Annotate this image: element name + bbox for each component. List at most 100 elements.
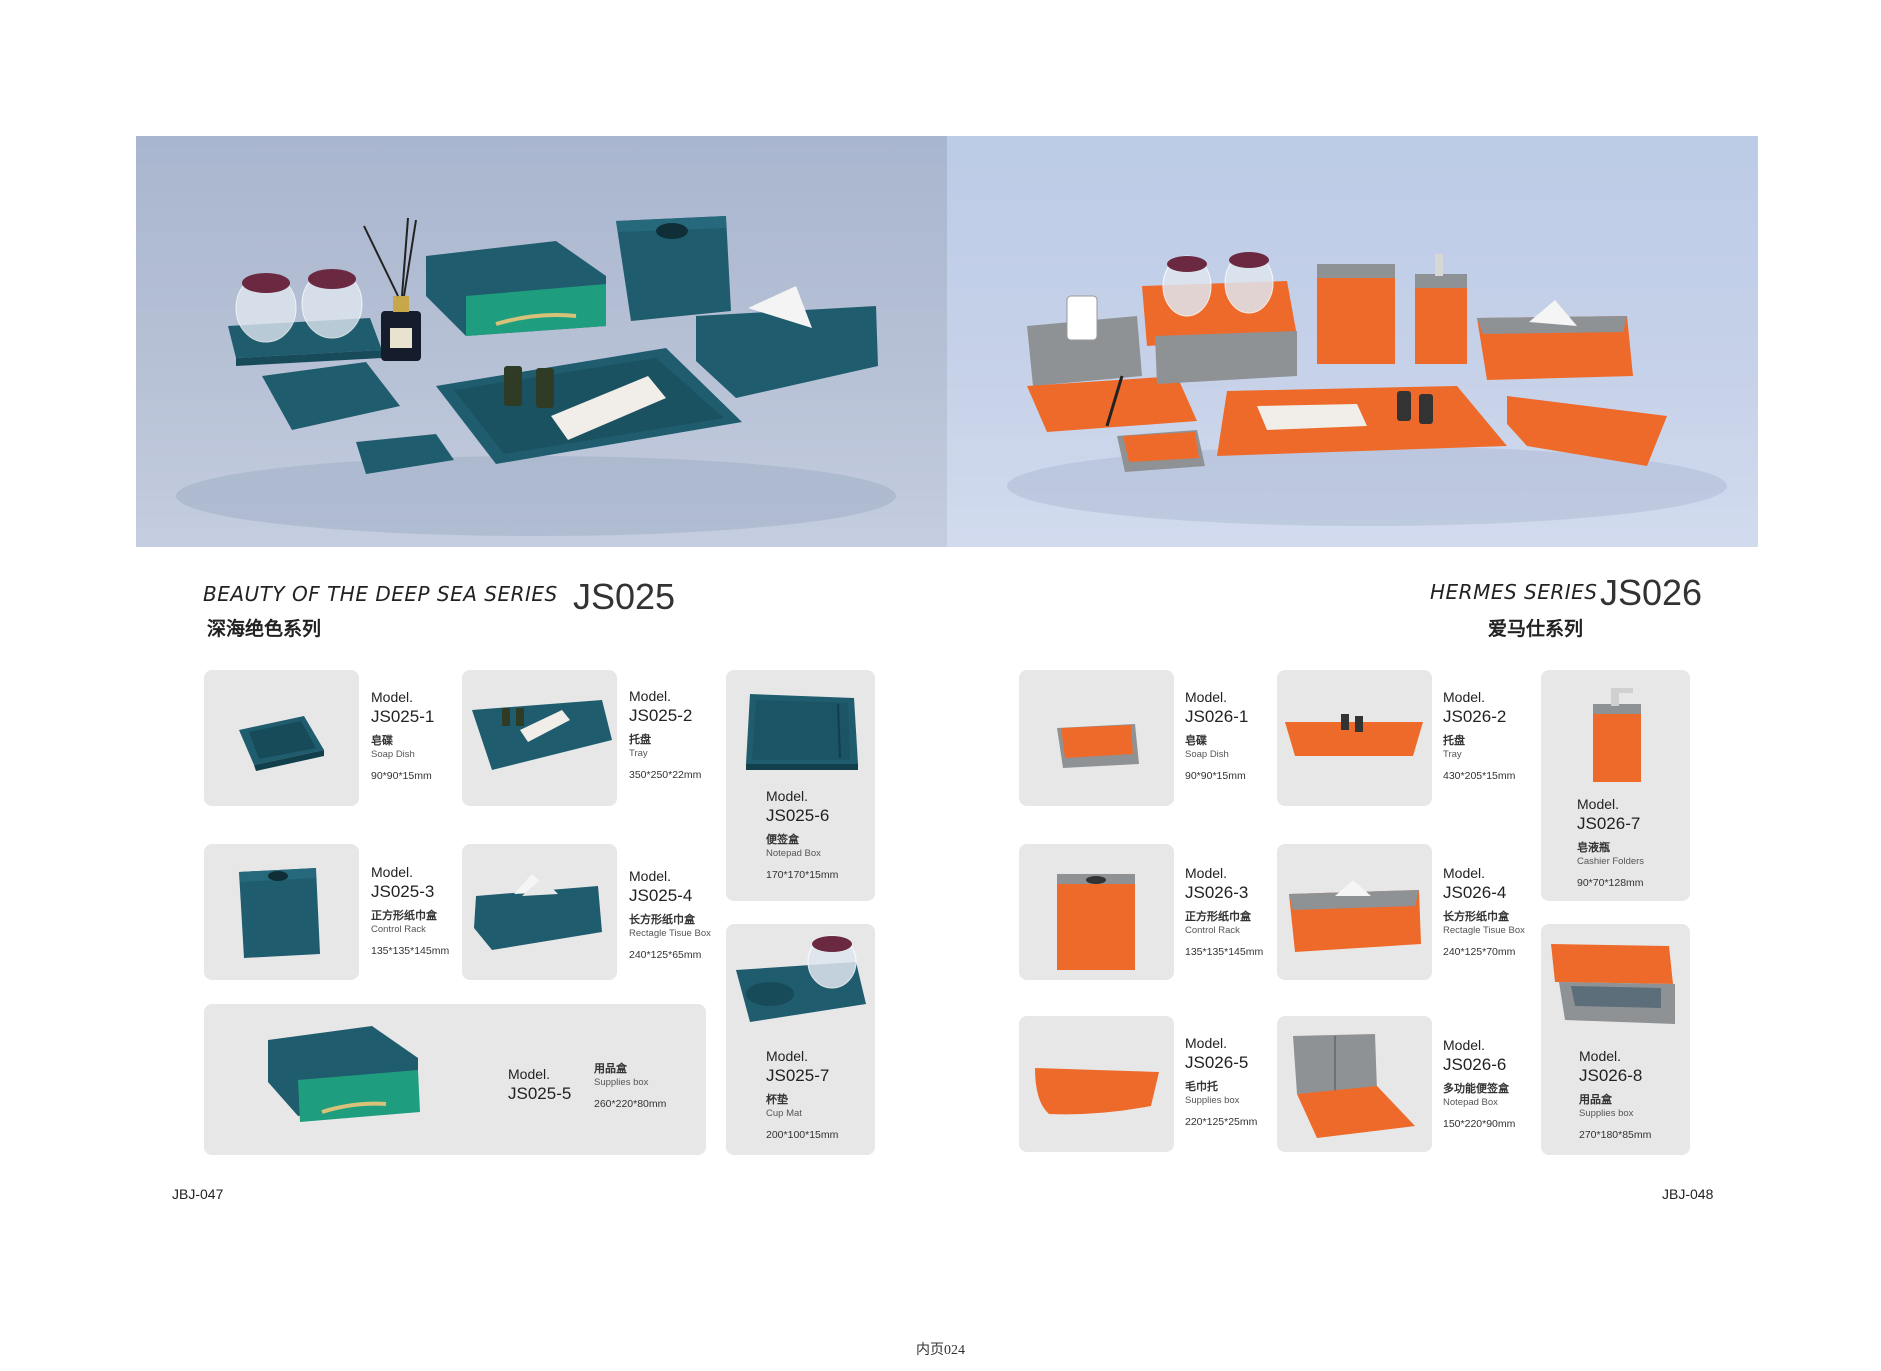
- product-card-js026-5[interactable]: [1019, 1016, 1174, 1152]
- series-header-js026: HERMES SERIES JS026 爱马仕系列: [1400, 572, 1702, 640]
- product-name-en: Control Rack: [371, 924, 426, 935]
- cup-mat-image: [736, 935, 866, 1022]
- model-label: Model.: [1579, 1048, 1622, 1064]
- product-name-cn: 便签盒: [766, 833, 799, 846]
- footer-page-label: 内页024: [916, 1343, 965, 1358]
- model-label: Model.: [766, 1048, 809, 1064]
- product-dimensions: 200*100*15mm: [766, 1129, 839, 1141]
- product-name-en: Rectagle Tisue Box: [629, 928, 711, 939]
- product-dimensions: 260*220*80mm: [594, 1098, 667, 1110]
- product-card-js026-8[interactable]: Model. JS026-8 用品盒 Supplies box 270*180*…: [1541, 924, 1690, 1155]
- product-name-en: Tray: [1443, 749, 1462, 760]
- product-name-cn: 正方形纸巾盒: [1185, 910, 1251, 923]
- product-dimensions: 240*125*70mm: [1443, 946, 1516, 958]
- series-title-cn: 深海绝色系列: [207, 618, 322, 640]
- product-card-js026-1[interactable]: [1019, 670, 1174, 806]
- page-number-right: JBJ-048: [1662, 1186, 1714, 1202]
- series-title-cn: 爱马仕系列: [1488, 618, 1584, 640]
- series-title-en: HERMES SERIES: [1430, 580, 1598, 604]
- product-name-en: Notepad Box: [1443, 1097, 1498, 1108]
- product-card-js025-3[interactable]: [204, 844, 359, 980]
- product-info-js025-4: Model. JS025-4 长方形纸巾盒 Rectagle Tisue Box…: [629, 868, 711, 962]
- product-name-cn: 皂液瓶: [1577, 841, 1610, 854]
- model-label: Model.: [1185, 865, 1228, 881]
- page-number-left: JBJ-047: [172, 1186, 224, 1202]
- product-dimensions: 150*220*90mm: [1443, 1118, 1516, 1130]
- model-label: Model.: [1577, 796, 1620, 812]
- supplies-box-image: [1551, 944, 1675, 1024]
- multifunction-notepad-box-image: [1293, 1034, 1415, 1138]
- model-number: JS026-7: [1577, 814, 1641, 833]
- model-label: Model.: [371, 689, 414, 705]
- product-name-cn: 用品盒: [1579, 1093, 1612, 1106]
- tray-image: [1285, 714, 1423, 756]
- product-dimensions: 90*90*15mm: [371, 770, 432, 782]
- product-name-cn: 用品盒: [594, 1062, 627, 1075]
- model-number: JS025-2: [629, 706, 693, 725]
- soap-dish-image: [1057, 724, 1139, 768]
- product-name-cn: 多功能便签盒: [1443, 1082, 1509, 1095]
- product-name-cn: 皂碟: [371, 734, 393, 747]
- model-number: JS026-8: [1579, 1066, 1643, 1085]
- product-name-cn: 长方形纸巾盒: [629, 913, 695, 926]
- product-name-en: Supplies box: [594, 1077, 649, 1088]
- square-tissue-box-image: [239, 868, 320, 958]
- product-name-en: Soap Dish: [1185, 749, 1229, 760]
- product-card-js026-2[interactable]: [1277, 670, 1432, 806]
- product-info-js025-7: Model. JS025-7 杯垫 Cup Mat 200*100*15mm: [766, 1048, 838, 1142]
- product-name-cn: 杯垫: [766, 1093, 788, 1106]
- product-card-js026-3[interactable]: [1019, 844, 1174, 980]
- model-number: JS025-6: [766, 806, 830, 825]
- product-info-js025-1: Model. JS025-1 皂碟 Soap Dish 90*90*15mm: [371, 689, 434, 783]
- product-card-js025-2[interactable]: [462, 670, 617, 806]
- notepad-box-image: [746, 694, 858, 770]
- model-number: JS026-6: [1443, 1055, 1507, 1074]
- model-number: JS025-4: [629, 886, 693, 905]
- tray-image: [472, 700, 612, 770]
- model-number: JS026-1: [1185, 707, 1249, 726]
- product-name-en: Supplies box: [1185, 1095, 1240, 1106]
- model-number: JS025-7: [766, 1066, 830, 1085]
- product-card-js026-6[interactable]: [1277, 1016, 1432, 1152]
- product-dimensions: 430*205*15mm: [1443, 770, 1516, 782]
- hero-photo-deep-sea-set: [136, 136, 947, 547]
- product-info-js025-3: Model. JS025-3 正方形纸巾盒 Control Rack 135*1…: [371, 864, 449, 958]
- product-dimensions: 270*180*85mm: [1579, 1129, 1652, 1141]
- product-name-cn: 皂碟: [1185, 734, 1207, 747]
- product-dimensions: 220*125*25mm: [1185, 1116, 1258, 1128]
- towel-tray-image: [1035, 1068, 1159, 1115]
- series-title-en: BEAUTY OF THE DEEP SEA SERIES: [203, 582, 558, 606]
- product-card-js026-7[interactable]: Model. JS026-7 皂液瓶 Cashier Folders 90*70…: [1541, 670, 1690, 901]
- product-name-cn: 毛巾托: [1185, 1080, 1218, 1093]
- product-info-js026-1: Model. JS026-1 皂碟 Soap Dish 90*90*15mm: [1185, 689, 1248, 783]
- series-code: JS025: [573, 576, 676, 617]
- product-card-js025-5[interactable]: Model. JS025-5 用品盒 Supplies box 260*220*…: [204, 1004, 706, 1155]
- product-card-js025-4[interactable]: [462, 844, 617, 980]
- product-dimensions: 350*250*22mm: [629, 769, 702, 781]
- model-number: JS025-5: [508, 1084, 572, 1103]
- model-label: Model.: [629, 688, 672, 704]
- hero-hermes-illustration: [1007, 252, 1727, 526]
- product-name-en: Notepad Box: [766, 848, 821, 859]
- product-name-en: Cup Mat: [766, 1108, 802, 1119]
- model-label: Model.: [371, 864, 414, 880]
- product-info-js026-6: Model. JS026-6 多功能便签盒 Notepad Box 150*22…: [1443, 1037, 1515, 1131]
- product-info-js026-8: Model. JS026-8 用品盒 Supplies box 270*180*…: [1579, 1048, 1651, 1142]
- product-card-js025-7[interactable]: Model. JS025-7 杯垫 Cup Mat 200*100*15mm: [726, 924, 875, 1155]
- rect-tissue-box-image: [1289, 880, 1421, 952]
- product-card-js025-6[interactable]: Model. JS025-6 便签盒 Notepad Box 170*170*1…: [726, 670, 875, 901]
- product-info-js025-5-model: Model. JS025-5: [508, 1066, 571, 1105]
- product-name-cn: 正方形纸巾盒: [371, 909, 437, 922]
- product-info-js026-2: Model. JS026-2 托盘 Tray 430*205*15mm: [1443, 689, 1515, 783]
- product-card-js026-4[interactable]: [1277, 844, 1432, 980]
- square-tissue-box-image: [1057, 874, 1135, 970]
- model-label: Model.: [1185, 1035, 1228, 1051]
- model-label: Model.: [629, 868, 672, 884]
- model-label: Model.: [1185, 689, 1228, 705]
- product-dimensions: 170*170*15mm: [766, 869, 839, 881]
- product-name-cn: 托盘: [629, 733, 651, 746]
- model-label: Model.: [1443, 1037, 1486, 1053]
- product-name-en: Control Rack: [1185, 925, 1240, 936]
- model-label: Model.: [766, 788, 809, 804]
- product-card-js025-1[interactable]: [204, 670, 359, 806]
